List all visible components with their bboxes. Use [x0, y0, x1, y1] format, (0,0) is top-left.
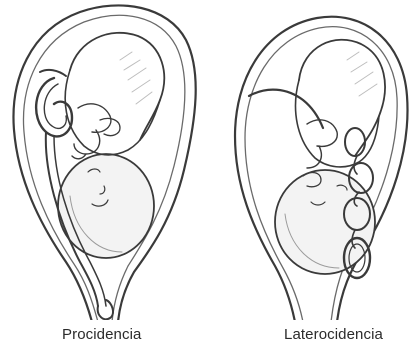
shade-lines: [120, 52, 152, 104]
cord-loop-1: [345, 128, 365, 156]
fetus-hand: [100, 118, 120, 135]
cord-left-entry: [249, 90, 323, 128]
fetus-back: [299, 40, 385, 156]
uterus-fetus-prolapsed-cord-icon: [0, 0, 207, 320]
cord-top-stub: [40, 70, 66, 76]
fetus-head: [58, 154, 154, 258]
illustration-procidencia: Procidencia: [0, 0, 207, 353]
caption-procidencia: Procidencia: [62, 326, 141, 343]
uterus-fetus-lateral-cord-icon: [207, 0, 414, 320]
fetus-head: [275, 170, 375, 274]
cord-loop-upper-inner: [44, 84, 66, 128]
illustration-laterocidencia: Laterocidencia: [207, 0, 414, 353]
shade-lines: [347, 52, 377, 96]
caption-laterocidencia: Laterocidencia: [284, 326, 383, 343]
